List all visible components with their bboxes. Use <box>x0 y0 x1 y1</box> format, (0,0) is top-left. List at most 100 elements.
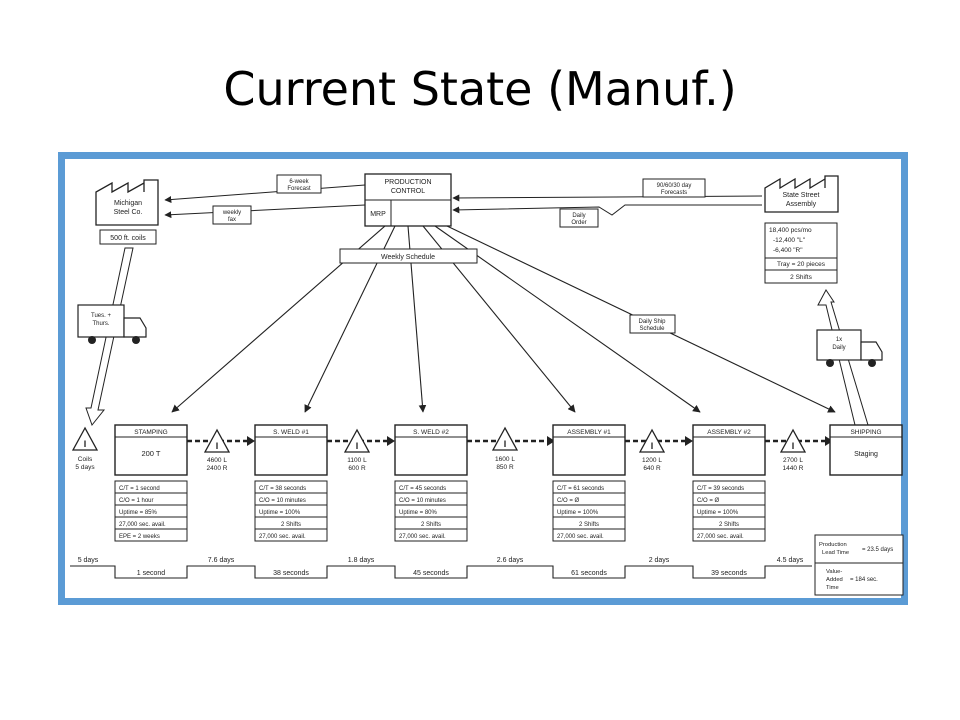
customer-demand: 18,400 pcs/mo <box>769 227 812 234</box>
inventory-qty-line1: 2700 L <box>783 457 803 464</box>
data-cycle-time: C/T = 61 seconds <box>557 486 604 492</box>
summary-lead-value: = 23.5 days <box>862 547 893 553</box>
data-uptime: Uptime = 100% <box>259 510 301 516</box>
data-changeover: C/O = Ø <box>557 498 580 504</box>
info-flow-daily-order: Daily Order <box>452 204 762 228</box>
timeline-process: 1 second <box>137 570 166 577</box>
production-control-box: PRODUCTION CONTROL MRP <box>364 173 452 227</box>
process-name: S. WELD #2 <box>413 429 449 436</box>
forecast-in-line2: Forecasts <box>661 190 687 196</box>
timeline-process: 61 seconds <box>571 570 607 577</box>
inventory-icon: I <box>84 439 87 449</box>
inbound-truck-icon: Tues. + Thurs. <box>77 304 147 344</box>
timeline-wait: 7.6 days <box>208 557 235 564</box>
timeline-process: 38 seconds <box>273 570 309 577</box>
data-available: 27,000 sec. avail. <box>259 534 306 540</box>
data-changeover: C/O = 1 hour <box>119 498 154 504</box>
timeline-process: 39 seconds <box>711 570 747 577</box>
inventory-weld1-weld2: I 1100 L 600 R <box>343 428 371 472</box>
ship-schedule-line2: Schedule <box>639 326 665 332</box>
process-weld-1: S. WELD #1 <box>254 424 328 476</box>
summary-lead-line1: Production <box>819 542 847 548</box>
process-assembly-1: ASSEMBLY #1 <box>552 424 626 476</box>
data-box-assembly-2: C/T = 39 seconds C/O = Ø Uptime = 100% 2… <box>692 480 766 542</box>
customer-factory-icon: State Street Assembly <box>764 175 839 213</box>
inventory-qty-line1: Coils <box>78 456 93 463</box>
timeline-wait: 5 days <box>78 557 99 564</box>
summary-va-line1: Value- <box>826 569 842 575</box>
inventory-assy2-shipping: I 2700 L 1440 R <box>779 428 807 472</box>
inventory-qty-line2: 640 R <box>643 465 661 472</box>
forecast-out-line1: 6-week <box>289 179 309 185</box>
inventory-icon: I <box>356 441 359 451</box>
control-mrp: MRP <box>370 211 386 218</box>
timeline-process: 45 seconds <box>413 570 449 577</box>
push-arrow-heads <box>247 436 833 446</box>
supplier-material: 500 ft. coils <box>110 235 146 242</box>
data-changeover: C/O = Ø <box>697 498 720 504</box>
data-uptime: Uptime = 85% <box>119 510 158 516</box>
order-line2: Order <box>571 220 586 226</box>
data-changeover: C/O = 10 minutes <box>399 498 446 504</box>
slide-title: Current State (Manuf.) <box>223 62 737 116</box>
customer-data-box: 18,400 pcs/mo -12,400 "L" -6,400 "R" Tra… <box>764 222 838 284</box>
data-available: 27,000 sec. avail. <box>557 534 604 540</box>
timeline-wait: 2.6 days <box>497 557 524 564</box>
inventory-qty-line2: 850 R <box>496 464 514 471</box>
control-title-line2: CONTROL <box>391 188 425 195</box>
process-shipping: SHIPPING Staging <box>829 424 903 476</box>
inventory-assy1-assy2: I 1200 L 640 R <box>638 428 666 472</box>
lead-time-summary: Production Lead Time = 23.5 days Value- … <box>814 534 904 596</box>
process-name: STAMPING <box>134 429 167 436</box>
data-box-weld-1: C/T = 38 seconds C/O = 10 minutes Uptime… <box>254 480 328 542</box>
timeline: 5 days 7.6 days 1.8 days 2.6 days 2 days… <box>70 557 812 579</box>
timeline-wait: 4.5 days <box>777 557 804 564</box>
data-changeover: C/O = 10 minutes <box>259 498 306 504</box>
customer-name-line2: Assembly <box>786 201 817 208</box>
customer-tray: Tray = 20 pieces <box>777 261 826 268</box>
outbound-truck-icon: 1x Daily <box>816 329 883 367</box>
data-box-stamping: C/T = 1 second C/O = 1 hour Uptime = 85%… <box>114 480 188 542</box>
inventory-qty-line1: 1600 L <box>495 456 515 463</box>
data-available: 27,000 sec. avail. <box>697 534 744 540</box>
inventory-qty-line2: 5 days <box>75 464 95 471</box>
process-name: ASSEMBLY #2 <box>707 429 751 436</box>
fax-line1: weekly <box>222 210 241 216</box>
timeline-wait: 1.8 days <box>348 557 375 564</box>
data-available: 27,000 sec. avail. <box>399 534 446 540</box>
control-title-line1: PRODUCTION <box>384 179 431 186</box>
inventory-stamping-weld1: I 4600 L 2400 R <box>203 428 231 472</box>
data-cycle-time: C/T = 39 seconds <box>697 486 744 492</box>
customer-demand-right: -6,400 "R" <box>773 247 803 254</box>
data-box-weld-2: C/T = 45 seconds C/O = 10 minutes Uptime… <box>394 480 468 542</box>
data-epe: EPE = 2 weeks <box>119 534 160 540</box>
summary-lead-line2: Lead Time <box>822 550 849 556</box>
order-line1: Daily <box>572 213 585 219</box>
inventory-qty-line2: 600 R <box>348 465 366 472</box>
inventory-icon: I <box>504 439 507 449</box>
process-stamping: STAMPING 200 T <box>114 424 188 476</box>
inventory-weld2-assy1: I 1600 L 850 R <box>491 426 519 471</box>
process-weld-2: S. WELD #2 <box>394 424 468 476</box>
data-cycle-time: C/T = 1 second <box>119 486 160 492</box>
info-flow-forecast-from-customer: 90/60/30 day Forecasts <box>452 178 763 202</box>
outbound-truck-line1: 1x <box>836 337 842 343</box>
inventory-raw-material: I Coils 5 days <box>71 426 99 471</box>
data-cycle-time: C/T = 38 seconds <box>259 486 306 492</box>
fax-line2: fax <box>228 217 236 223</box>
inbound-truck-line2: Thurs. <box>92 321 109 327</box>
supplier-name-line2: Steel Co. <box>114 209 143 216</box>
info-flow-forecast-to-supplier: 6-week Forecast <box>164 174 366 204</box>
customer-shifts: 2 Shifts <box>790 274 812 281</box>
summary-va-value: = 184 sec. <box>850 577 878 583</box>
customer-demand-left: -12,400 "L" <box>773 237 806 244</box>
forecast-out-line2: Forecast <box>287 186 311 192</box>
data-available: 27,000 sec. avail. <box>119 522 166 528</box>
process-detail: 200 T <box>141 449 160 458</box>
inventory-icon: I <box>792 441 795 451</box>
summary-va-line3: Time <box>826 585 839 591</box>
schedule-arrows <box>171 225 836 413</box>
process-detail: Staging <box>854 451 878 458</box>
process-name: ASSEMBLY #1 <box>567 429 611 436</box>
